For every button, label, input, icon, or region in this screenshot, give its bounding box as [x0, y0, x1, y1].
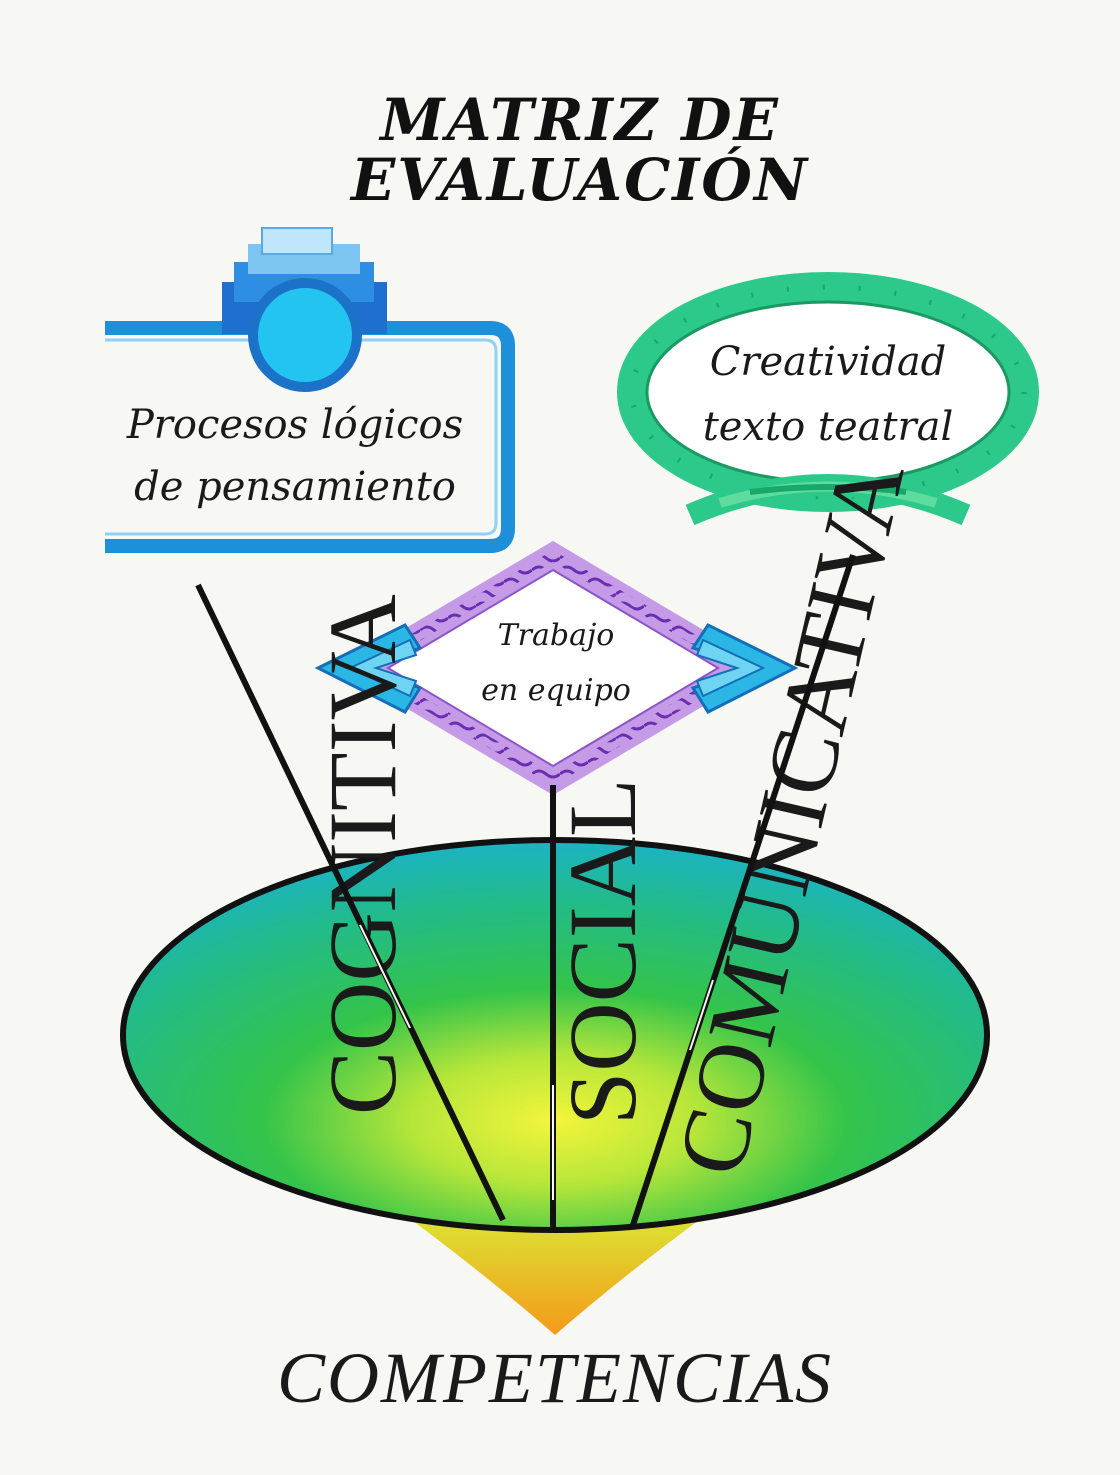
logical-line-1: Procesos lógicos [126, 402, 463, 448]
creativity-line-2: texto teatral [703, 404, 954, 450]
label-social: SOCIAL [549, 778, 656, 1125]
creativity-line-1: Creatividad [710, 339, 947, 385]
competencies-label: COMPETENCIAS [277, 1338, 833, 1418]
logical-processes-box: Procesos lógicos de pensamiento [105, 228, 508, 546]
logical-line-2: de pensamiento [134, 464, 456, 510]
stepped-building-icon [222, 228, 387, 387]
teamwork-line-1: Trabajo [498, 618, 615, 653]
title-line-1: MATRIZ DE [378, 86, 780, 154]
teamwork-line-2: en equipo [481, 673, 631, 708]
title-line-2: EVALUACIÓN [349, 146, 809, 214]
circle-emblem-icon [253, 283, 357, 387]
